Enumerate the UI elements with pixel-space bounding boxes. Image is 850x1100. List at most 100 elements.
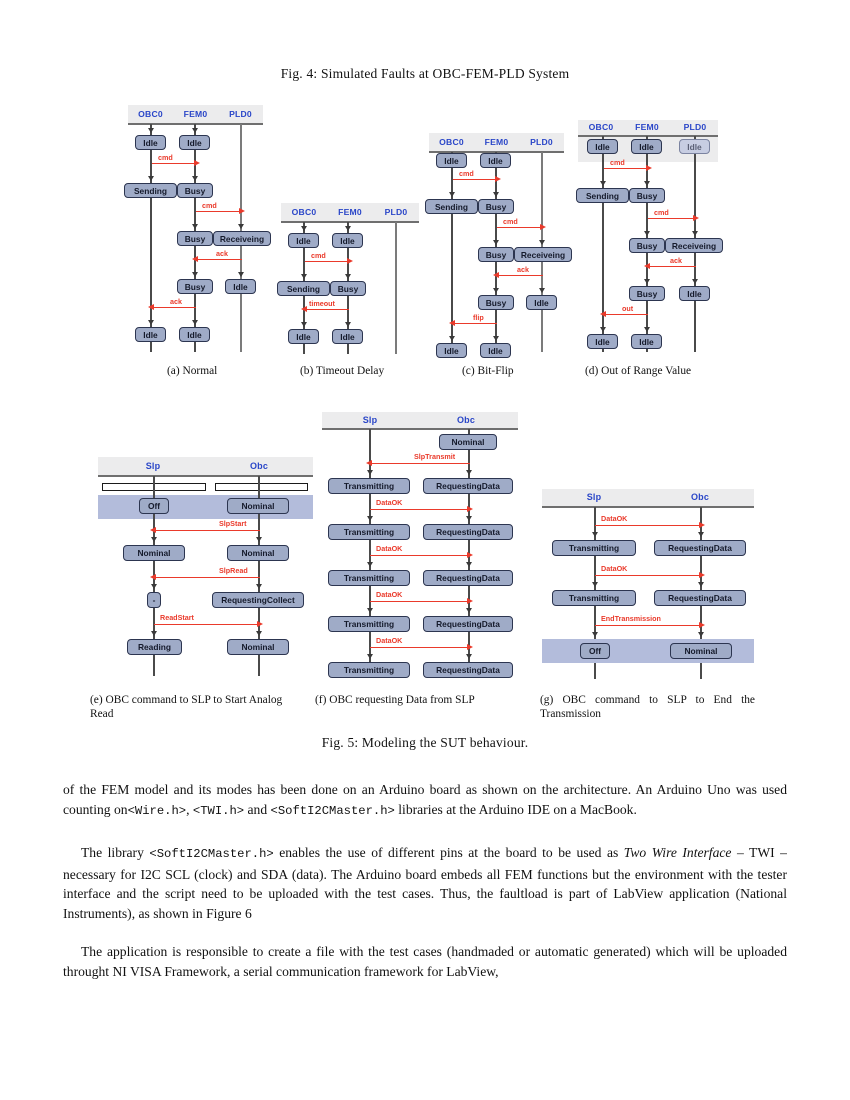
arrow-head (449, 320, 455, 326)
lane-label-obc: Obc (249, 461, 269, 471)
arrow-head (699, 572, 705, 578)
message-arrow (154, 530, 260, 532)
figure5-title: Fig. 5: Modeling the SUT behaviour. (321, 735, 529, 750)
message-arrow (453, 323, 497, 325)
state-box: Transmitting (328, 478, 410, 494)
header-band (429, 133, 564, 151)
message-arrow (648, 218, 696, 220)
message-label: ack (216, 249, 228, 258)
lane-label-obc0: OBC0 (138, 109, 163, 119)
transition-arrowhead (147, 128, 154, 133)
message-arrow (154, 624, 260, 626)
transition-arrowhead (366, 608, 373, 613)
state-box: RequestingData (654, 590, 746, 606)
state-box: Busy (629, 188, 665, 203)
transition-arrowhead (643, 231, 650, 236)
message-label: ack (517, 265, 529, 274)
state-box: Receiveing (514, 247, 572, 262)
header-band (128, 105, 263, 123)
state-box: Idle (631, 139, 662, 154)
state-box: RequestingData (423, 570, 513, 586)
state-box: Idle (436, 153, 467, 168)
transition-arrowhead (591, 532, 598, 537)
message-arrow (370, 601, 470, 603)
message-arrow (604, 314, 648, 316)
state-box: Idle (631, 334, 662, 349)
code-wire-h: <Wire.h> (127, 803, 187, 818)
state-box: Busy (629, 286, 665, 301)
message-arrow (370, 555, 470, 557)
lifeline-pld0 (395, 222, 397, 354)
state-box: Transmitting (328, 616, 410, 632)
header-band (542, 489, 754, 506)
message-label: cmd (311, 251, 326, 260)
message-arrow (305, 261, 349, 263)
message-arrow (152, 307, 196, 309)
transition-arrowhead (538, 288, 545, 293)
lifeline-slp (369, 429, 371, 677)
paragraph-3: The application is responsible to create… (63, 944, 787, 979)
state-box: Nominal (670, 643, 732, 659)
lane-label-obc0: OBC0 (291, 207, 317, 217)
para1-text-c: and (244, 801, 271, 817)
state-box: Busy (177, 231, 213, 246)
transition-arrowhead (300, 226, 307, 231)
lane-label-slp: Slp (362, 415, 378, 425)
state-box: Sending (124, 183, 177, 198)
message-label: cmd (459, 169, 474, 178)
transition-arrowhead (300, 274, 307, 279)
code-twi-h: <TWI.h> (192, 803, 245, 818)
message-label: ack (670, 256, 682, 265)
transition-arrowhead (237, 272, 244, 277)
state-box: Nominal (123, 545, 185, 561)
header-band (98, 457, 313, 475)
transition-arrowhead (344, 226, 351, 231)
subcaption-g: (g) OBC command to SLP to End the Transm… (540, 694, 755, 720)
arrow-head (366, 460, 372, 466)
lane-label-fem0: FEM0 (183, 109, 208, 119)
state-box: Idle (332, 329, 363, 344)
message-arrow (595, 525, 702, 527)
message-label: SlpStart (219, 519, 247, 528)
lane-label-slp: Slp (145, 461, 161, 471)
para1-text-b: , (186, 801, 193, 817)
message-arrow (648, 266, 696, 268)
state-box: Idle (135, 135, 166, 150)
message-label: ReadStart (160, 613, 194, 622)
state-box: Off (580, 643, 610, 659)
message-label: SlpRead (219, 566, 248, 575)
diagram-end-transmission: Slp Obc DataOK Transmitting RequestingDa… (542, 489, 754, 684)
header-band (281, 203, 419, 221)
message-arrow (497, 275, 543, 277)
lane-label-pld0: PLD0 (384, 207, 408, 217)
para1-text-a: of the FEM model and its modes has been … (63, 782, 787, 817)
arrow-head (540, 224, 546, 230)
message-arrow (604, 168, 648, 170)
message-label: cmd (202, 201, 217, 210)
lane-label-obc0: OBC0 (588, 122, 614, 132)
transition-arrowhead (465, 516, 472, 521)
arrow-head (693, 215, 699, 221)
arrow-head (239, 208, 245, 214)
transition-arrowhead (150, 631, 157, 636)
transition-arrowhead (643, 279, 650, 284)
arrow-head (150, 527, 156, 533)
transition-arrowhead (448, 192, 455, 197)
state-box: Transmitting (328, 662, 410, 678)
transition-arrowhead (697, 532, 704, 537)
message-arrow (370, 463, 470, 465)
activation-bar-obc (215, 483, 308, 491)
transition-arrowhead (150, 584, 157, 589)
message-label: cmd (158, 153, 173, 162)
lane-label-obc: Obc (456, 415, 476, 425)
state-box: Idle (179, 135, 210, 150)
transition-arrowhead (191, 320, 198, 325)
arrow-head (495, 176, 501, 182)
transition-arrowhead (492, 192, 499, 197)
message-arrow (305, 309, 349, 311)
state-box: Idle (679, 286, 710, 301)
header-rule (322, 428, 518, 430)
state-box: Idle (135, 327, 166, 342)
term-two-wire-interface: Two Wire Interface (623, 845, 732, 860)
